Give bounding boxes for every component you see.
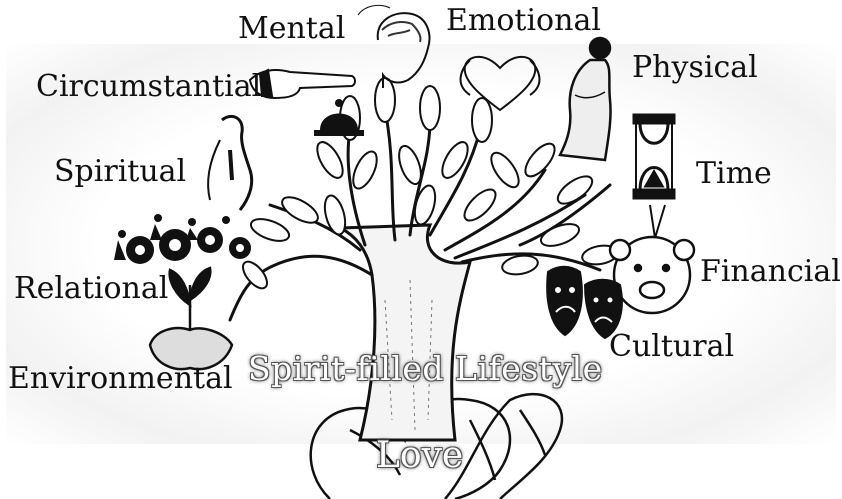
heart-hands-icon: [461, 57, 540, 110]
label-physical: Physical: [632, 53, 758, 83]
label-emotional: Emotional: [446, 6, 601, 36]
theatre-masks-icon: [547, 267, 622, 338]
root-love-label: Love: [376, 438, 463, 474]
label-environmental: Environmental: [8, 364, 233, 394]
label-circumstantial: Circumstantial: [36, 72, 261, 102]
label-cultural: Cultural: [609, 332, 734, 362]
brain-head-icon: [358, 5, 429, 88]
label-spiritual: Spiritual: [54, 157, 186, 187]
praying-figure-icon: [208, 116, 252, 210]
pointing-hand-icon: [250, 70, 355, 98]
hourglass-icon: [634, 115, 674, 238]
label-mental: Mental: [238, 14, 345, 44]
gears-people-icon: [114, 214, 251, 264]
center-lifestyle-title: Spirit-filled Lifestyle: [248, 352, 603, 385]
label-time: Time: [696, 159, 772, 189]
woman-back-icon: [560, 38, 611, 160]
label-relational: Relational: [14, 274, 168, 304]
label-financial: Financial: [700, 257, 841, 287]
